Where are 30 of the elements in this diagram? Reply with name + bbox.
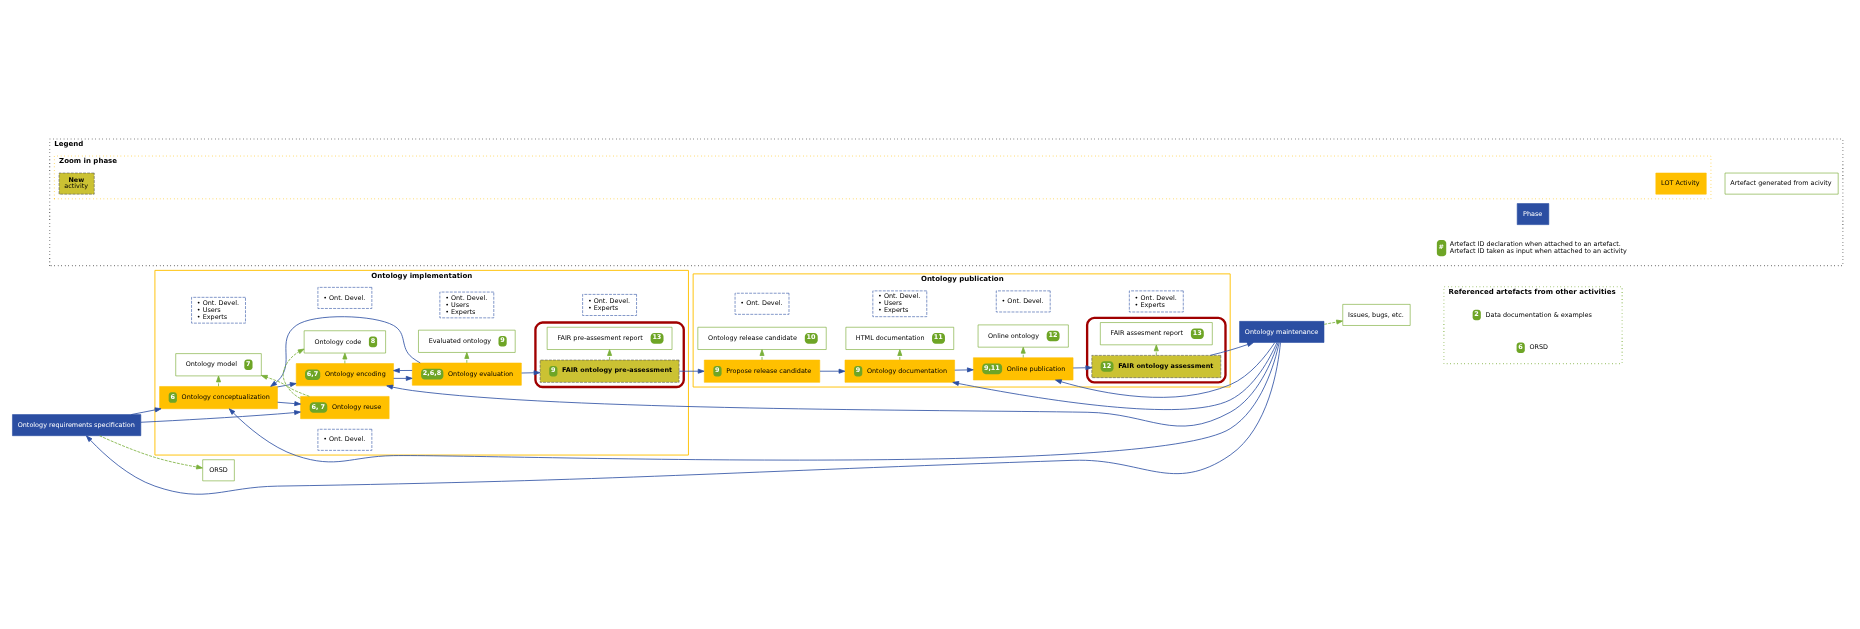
arrow [393,375,413,381]
arrow [282,348,305,399]
arrow [464,352,470,364]
arrow [607,349,613,361]
arrow [342,352,348,364]
arrow [140,410,301,423]
arrow [386,342,1279,427]
arrow [130,407,162,415]
arrow [1020,346,1026,358]
arrow [1209,342,1254,356]
arrow [1323,319,1343,325]
arrow [759,349,765,361]
arrow [277,401,301,407]
arrow [1055,342,1276,398]
arrow [260,374,310,397]
arrow [1072,365,1093,371]
arrow [99,435,203,470]
arrow [952,342,1278,410]
arrow [521,370,541,376]
arrow [819,368,846,374]
arrow [216,375,221,387]
arrow [897,349,903,361]
arrow [393,368,413,373]
arrow [277,382,297,388]
arrow [228,342,1280,463]
arrow [86,342,1281,495]
arrow [270,316,421,387]
arrow [1153,344,1159,356]
arrow [678,368,705,374]
arrow [954,367,974,373]
